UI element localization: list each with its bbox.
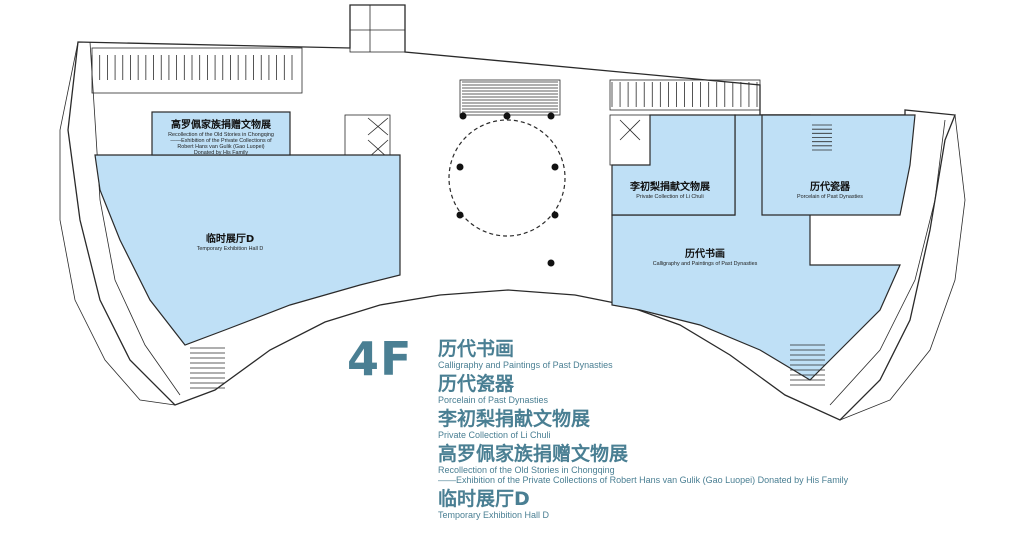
paint-hall-title: 历代书画 <box>685 247 725 260</box>
stairs-top-right <box>611 82 758 107</box>
legend-subtitle: Temporary Exhibition Hall D <box>438 510 550 520</box>
gao-hall-en4: Donated by His Family <box>194 150 249 156</box>
porcelain-hall-title: 历代瓷器 <box>810 180 851 193</box>
legend-title: 李初梨捐献文物展 <box>438 408 591 430</box>
gao-hall-title: 高罗佩家族捐赠文物展 <box>171 118 271 131</box>
hall-calligraphy-paintings[interactable] <box>611 114 901 381</box>
legend-item: 临时展厅D Temporary Exhibition Hall D <box>438 488 848 520</box>
hall-li-chuli[interactable] <box>611 114 736 216</box>
floor-number: 4F <box>347 332 413 386</box>
legend-item: 李初梨捐献文物展 Private Collection of Li Chuli <box>438 408 848 440</box>
temp-hall-en: Temporary Exhibition Hall D <box>197 246 264 252</box>
stairs-right-core <box>812 124 832 151</box>
stairs-bottom-left <box>190 347 225 389</box>
stairs-top-left <box>91 55 293 80</box>
gao-hall-en3: Robert Hans van Gulik (Gao Luopei) <box>177 144 264 150</box>
legend-item: 历代瓷器 Porcelain of Past Dynasties <box>438 373 848 405</box>
stairs-top-center <box>462 81 558 113</box>
atrium <box>448 112 566 267</box>
legend-subtitle: Recollection of the Old Stories in Chong… <box>438 465 615 475</box>
temp-hall-title: 临时展厅D <box>206 232 254 245</box>
legend-title: 历代书画 <box>438 338 515 360</box>
legend-subtitle-2: ——Exhibition of the Private Collections … <box>438 475 849 485</box>
legend-subtitle: Private Collection of Li Chuli <box>438 430 551 440</box>
paint-hall-en: Calligraphy and Paintings of Past Dynast… <box>653 261 758 267</box>
legend-title: 高罗佩家族捐赠文物展 <box>438 443 629 465</box>
hall-porcelain[interactable] <box>761 114 916 216</box>
legend-subtitle: Calligraphy and Paintings of Past Dynast… <box>438 360 613 370</box>
hall-temporary-d[interactable] <box>94 154 401 346</box>
legend-title: 历代瓷器 <box>438 373 515 395</box>
stairs-bottom-right <box>790 344 825 386</box>
legend-item: 高罗佩家族捐赠文物展 Recollection of the Old Stori… <box>438 443 848 485</box>
li-hall-en: Private Collection of Li Chuli <box>636 194 703 200</box>
li-hall-title: 李初梨捐献文物展 <box>629 180 710 193</box>
legend: 历代书画 Calligraphy and Paintings of Past D… <box>438 338 848 523</box>
legend-subtitle: Porcelain of Past Dynasties <box>438 395 549 405</box>
porcelain-hall-en: Porcelain of Past Dynasties <box>797 194 863 200</box>
gao-hall-en1: Recollection of the Old Stories in Chong… <box>168 132 274 138</box>
legend-title: 临时展厅D <box>438 488 530 510</box>
gao-hall-en2: ——Exhibition of the Private Collections … <box>170 138 272 144</box>
hall-gao-luopei[interactable] <box>151 111 291 156</box>
legend-item: 历代书画 Calligraphy and Paintings of Past D… <box>438 338 848 370</box>
